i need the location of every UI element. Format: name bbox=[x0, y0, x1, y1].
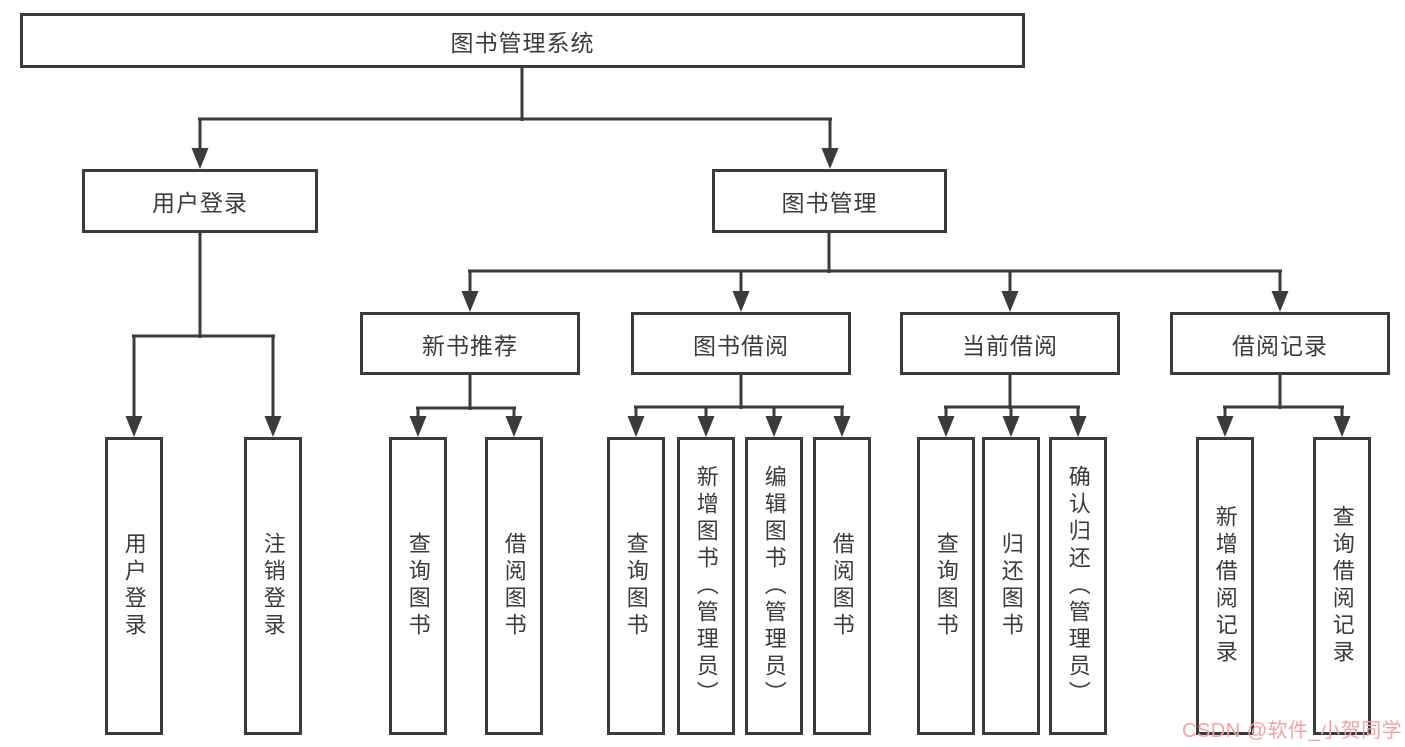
node-library-management-system: 图书管理系统 bbox=[20, 13, 1025, 68]
leaf-query-books-current: 查询图书 bbox=[917, 437, 975, 735]
node-borrowing-records: 借阅记录 bbox=[1170, 312, 1390, 375]
leaf-borrow-books: 借阅图书 bbox=[813, 437, 871, 735]
leaf-logout: 注销登录 bbox=[244, 437, 302, 735]
leaf-query-books-borrowing: 查询图书 bbox=[607, 437, 665, 735]
leaf-add-borrow-record: 新增借阅记录 bbox=[1196, 437, 1254, 735]
node-label: 借阅图书 bbox=[829, 532, 855, 640]
node-new-book-recommendation: 新书推荐 bbox=[360, 312, 580, 375]
node-label: 查询借阅记录 bbox=[1329, 505, 1355, 667]
leaf-borrow-books-recommend: 借阅图书 bbox=[485, 437, 543, 735]
node-label: 查询图书 bbox=[933, 532, 959, 640]
node-label: 借阅图书 bbox=[501, 532, 527, 640]
node-label: 查询图书 bbox=[405, 532, 431, 640]
watermark: CSDN @软件_小贺同学 bbox=[1182, 720, 1403, 742]
leaf-query-borrow-record: 查询借阅记录 bbox=[1313, 437, 1371, 735]
node-label: 归还图书 bbox=[998, 532, 1024, 640]
node-label: 编辑图书（管理员） bbox=[761, 464, 787, 708]
leaf-query-books-recommend: 查询图书 bbox=[389, 437, 447, 735]
node-label: 图书管理系统 bbox=[450, 29, 595, 56]
leaf-confirm-return-admin: 确认归还（管理员） bbox=[1049, 437, 1107, 735]
node-label: 确认归还（管理员） bbox=[1065, 464, 1091, 708]
node-label: 新增图书（管理员） bbox=[693, 464, 719, 708]
node-user-login-branch: 用户登录 bbox=[82, 169, 318, 233]
node-book-management: 图书管理 bbox=[712, 169, 947, 233]
node-label: 新书推荐 bbox=[422, 332, 518, 359]
node-label: 新增借阅记录 bbox=[1212, 505, 1238, 667]
node-label: 当前借阅 bbox=[962, 332, 1058, 359]
node-label: 图书借阅 bbox=[693, 332, 789, 359]
leaf-edit-books-admin: 编辑图书（管理员） bbox=[745, 437, 803, 735]
node-current-borrowing: 当前借阅 bbox=[900, 312, 1120, 375]
node-label: 注销登录 bbox=[260, 532, 286, 640]
node-label: 用户登录 bbox=[121, 532, 147, 640]
leaf-user-login: 用户登录 bbox=[105, 437, 163, 735]
node-label: 图书管理 bbox=[781, 190, 878, 216]
node-book-borrowing: 图书借阅 bbox=[631, 312, 851, 375]
node-label: 用户登录 bbox=[152, 190, 248, 216]
node-label: 借阅记录 bbox=[1232, 332, 1328, 359]
node-label: 查询图书 bbox=[623, 532, 649, 640]
leaf-add-books-admin: 新增图书（管理员） bbox=[677, 437, 735, 735]
leaf-return-books: 归还图书 bbox=[982, 437, 1040, 735]
